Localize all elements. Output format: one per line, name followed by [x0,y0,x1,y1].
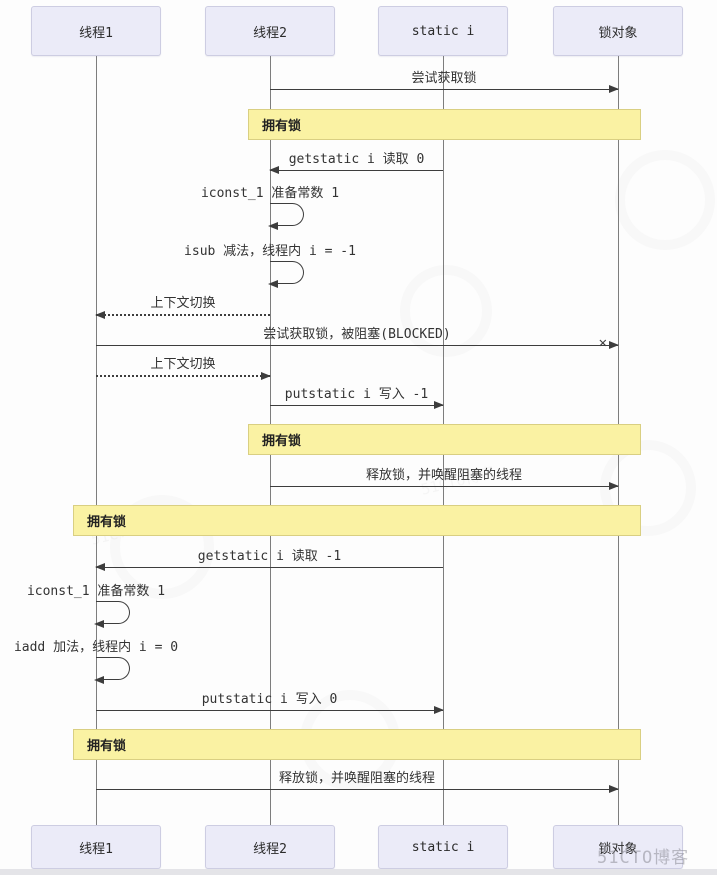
self-loop-arrow [268,261,304,288]
activation-label: 拥有锁 [262,119,302,134]
participant-thread1-top: 线程1 [31,6,161,56]
participant-static-i-bottom: static i [378,825,508,869]
arrow-line [96,706,444,714]
message-context-switch-to-thread1: 上下文切换 [95,295,270,319]
message-context-switch-to-thread2: 上下文切换 [96,356,271,380]
participant-thread2-bottom: 线程2 [205,825,335,869]
message-label: 上下文切换 [150,296,216,311]
activation-label: 拥有锁 [262,434,302,449]
message-try-lock: 尝试获取锁 [270,70,619,93]
participant-label: 线程1 [79,841,113,857]
participant-label: 线程2 [253,25,287,41]
self-message-iconst1-thread1: iconst_1 准备常数 1 [27,580,234,628]
watermark-ring [600,440,696,536]
lifeline-thread1 [96,56,97,825]
activation-label: 拥有锁 [87,515,127,530]
participant-lock-object-top: 锁对象 [553,6,683,56]
message-label: getstatic i 读取 0 [288,152,425,167]
message-label: 尝试获取锁 [411,71,477,86]
message-label: iconst_1 准备常数 1 [26,584,166,599]
message-release-lock-1: 释放锁，并唤醒阻塞的线程 [270,467,619,490]
participant-label: static i [411,839,475,855]
blocked-x-icon: ✕ [598,335,607,351]
participant-label: 锁对象 [598,841,638,857]
message-label: putstatic i 写入 0 [201,692,338,707]
arrow-line-dotted [95,311,270,319]
bottom-edge-strip [0,869,717,875]
message-label: 尝试获取锁，被阻塞(BLOCKED) [263,327,451,342]
message-label: getstatic i 读取 -1 [197,549,342,564]
self-message-iadd-thread1: iadd 加法，线程内 i = 0 [14,636,260,684]
self-loop-arrow [268,203,304,230]
arrow-line-dotted [96,372,271,380]
message-getstatic-read-neg1: getstatic i 读取 -1 [95,548,443,571]
self-loop-arrow [94,601,130,628]
participant-lock-object-bottom: 锁对象 [553,825,683,869]
message-release-lock-2: 释放锁，并唤醒阻塞的线程 [96,770,619,793]
participant-label: 线程1 [79,25,113,41]
arrow-line: ✕ [96,336,619,350]
message-try-lock-blocked: 尝试获取锁，被阻塞(BLOCKED) ✕ [96,326,619,350]
self-loop-arrow [94,657,130,684]
arrow-line [270,85,619,93]
participant-static-i-top: static i [378,6,508,56]
message-label: 释放锁，并唤醒阻塞的线程 [365,468,522,483]
watermark-ring [615,150,715,250]
activation-label: 拥有锁 [87,739,127,754]
self-message-iconst1-thread2: iconst_1 准备常数 1 [201,182,408,230]
message-label: 释放锁，并唤醒阻塞的线程 [278,771,435,786]
participant-label: 锁对象 [598,25,638,41]
message-label: putstatic i 写入 -1 [284,387,429,402]
message-label: iadd 加法，线程内 i = 0 [13,640,179,655]
activation-own-lock-1: 拥有锁 [248,109,641,140]
activation-own-lock-3: 拥有锁 [73,505,641,536]
watermark-ring [110,495,214,599]
message-label: iconst_1 准备常数 1 [200,186,340,201]
participant-thread2-top: 线程2 [205,6,335,56]
message-getstatic-read-0: getstatic i 读取 0 [269,151,443,174]
participant-label: static i [411,23,475,39]
activation-own-lock-4: 拥有锁 [73,729,641,760]
watermark-ring [400,265,492,357]
message-label: 上下文切换 [150,357,216,372]
arrow-line [95,563,443,571]
arrow-line [96,785,619,793]
message-label: isub 减法，线程内 i = -1 [184,244,356,259]
message-putstatic-write-0: putstatic i 写入 0 [96,691,444,714]
arrow-line [270,482,619,490]
arrow-line [270,401,444,409]
participant-label: 线程2 [253,841,287,857]
message-putstatic-write-neg1: putstatic i 写入 -1 [270,386,444,409]
arrow-line [269,166,443,174]
participant-thread1-bottom: 线程1 [31,825,161,869]
activation-own-lock-2: 拥有锁 [248,424,641,455]
watermark-51cto: 51CTO博客 [597,848,690,868]
self-message-isub-thread2: isub 减法，线程内 i = -1 [184,240,442,288]
